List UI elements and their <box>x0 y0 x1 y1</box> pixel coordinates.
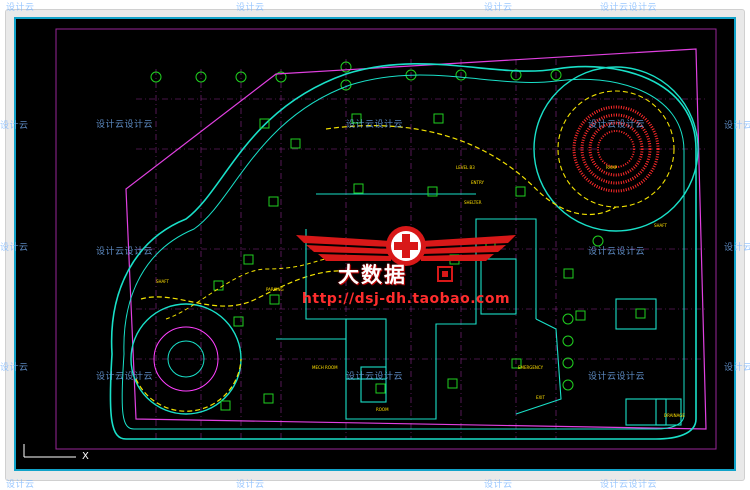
inner-wall <box>121 74 685 430</box>
ucs-axis-icon <box>23 444 76 458</box>
svg-text:ROOM: ROOM <box>376 407 389 412</box>
ucs-axis-label: X <box>82 451 89 462</box>
brand-logo: 大数据 http://dsj-dh.taobao.com <box>296 221 516 313</box>
circulation-path <box>165 256 337 320</box>
svg-text:DRAINAGE: DRAINAGE <box>664 413 685 418</box>
watermark: 设计云 <box>0 243 29 253</box>
watermark: 设计云设计云 <box>600 480 658 490</box>
watermark: 设计云 <box>724 363 750 373</box>
watermark: 设计云设计云 <box>96 247 154 257</box>
watermark: 设计云 <box>6 480 35 490</box>
outer-wall <box>109 63 697 440</box>
winged-emblem-icon <box>296 226 516 282</box>
svg-text:SHAFT: SHAFT <box>654 223 668 228</box>
floor-plan-drawing: LEVEL B3 ENTRY SHELTER EMERGENCY EXIT RA… <box>23 28 717 458</box>
watermark: 设计云 <box>724 121 750 131</box>
svg-text:EMERGENCY: EMERGENCY <box>518 365 544 370</box>
watermark: 设计云 <box>724 243 750 253</box>
annotations: LEVEL B3 ENTRY SHELTER EMERGENCY EXIT RA… <box>156 165 685 418</box>
site-boundary <box>55 28 717 450</box>
watermark: 设计云 <box>236 3 265 13</box>
interior-walls <box>276 193 682 426</box>
watermark: 设计云设计云 <box>588 247 646 257</box>
watermark: 设计云 <box>236 480 265 490</box>
ramp-lower-left <box>130 270 347 415</box>
watermark: 设计云设计云 <box>346 372 404 382</box>
watermark: 设计云 <box>484 480 513 490</box>
svg-text:SHELTER: SHELTER <box>464 200 482 205</box>
watermark: 设计云设计云 <box>588 372 646 382</box>
watermark: 设计云设计云 <box>346 120 404 130</box>
svg-text:PARKING: PARKING <box>266 287 284 292</box>
svg-text:SHAFT: SHAFT <box>156 279 170 284</box>
svg-text:RAMP: RAMP <box>606 165 618 170</box>
cad-viewport[interactable]: LEVEL B3 ENTRY SHELTER EMERGENCY EXIT RA… <box>14 17 736 471</box>
watermark: 设计云设计云 <box>96 120 154 130</box>
watermark: 设计云设计云 <box>96 372 154 382</box>
watermark: 设计云 <box>6 3 35 13</box>
watermark: 设计云 <box>0 121 29 131</box>
logo-url: http://dsj-dh.taobao.com <box>301 291 511 307</box>
logo-name: 大数据 <box>338 263 407 287</box>
svg-text:LEVEL B3: LEVEL B3 <box>456 165 475 170</box>
watermark: 设计云 <box>484 3 513 13</box>
outer-magenta-line <box>125 48 707 430</box>
ramp-upper-right <box>325 66 699 232</box>
watermark: 设计云设计云 <box>588 120 646 130</box>
svg-text:ENTRY: ENTRY <box>471 180 484 185</box>
watermark: 设计云 <box>0 363 29 373</box>
grid-lines <box>136 59 706 439</box>
svg-text:EXIT: EXIT <box>536 395 545 400</box>
watermark: 设计云设计云 <box>600 3 658 13</box>
svg-text:MECH ROOM: MECH ROOM <box>312 365 338 370</box>
